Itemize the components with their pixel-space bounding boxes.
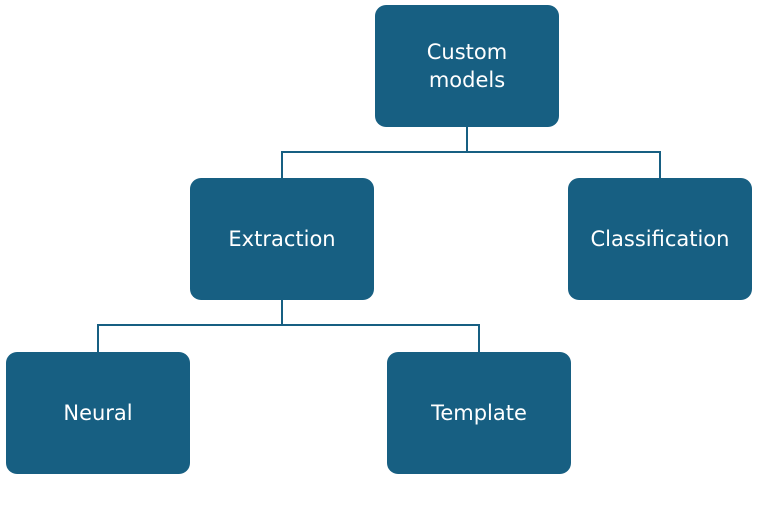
node-custom-models: Custom models: [375, 5, 559, 127]
connector-root-to-classification: [467, 151, 661, 178]
node-neural-label: Neural: [63, 401, 133, 425]
connector-root-to-extraction: [281, 127, 468, 178]
node-extraction-label: Extraction: [228, 227, 336, 251]
node-extraction: Extraction: [190, 178, 374, 300]
node-template-label: Template: [431, 401, 527, 425]
node-template: Template: [387, 352, 571, 474]
connector-extraction-to-neural: [97, 300, 283, 352]
node-classification-label: Classification: [590, 227, 730, 251]
node-classification: Classification: [568, 178, 752, 300]
node-custom-models-label: Custom models: [426, 40, 508, 92]
connector-extraction-to-template: [282, 324, 480, 352]
node-neural: Neural: [6, 352, 190, 474]
